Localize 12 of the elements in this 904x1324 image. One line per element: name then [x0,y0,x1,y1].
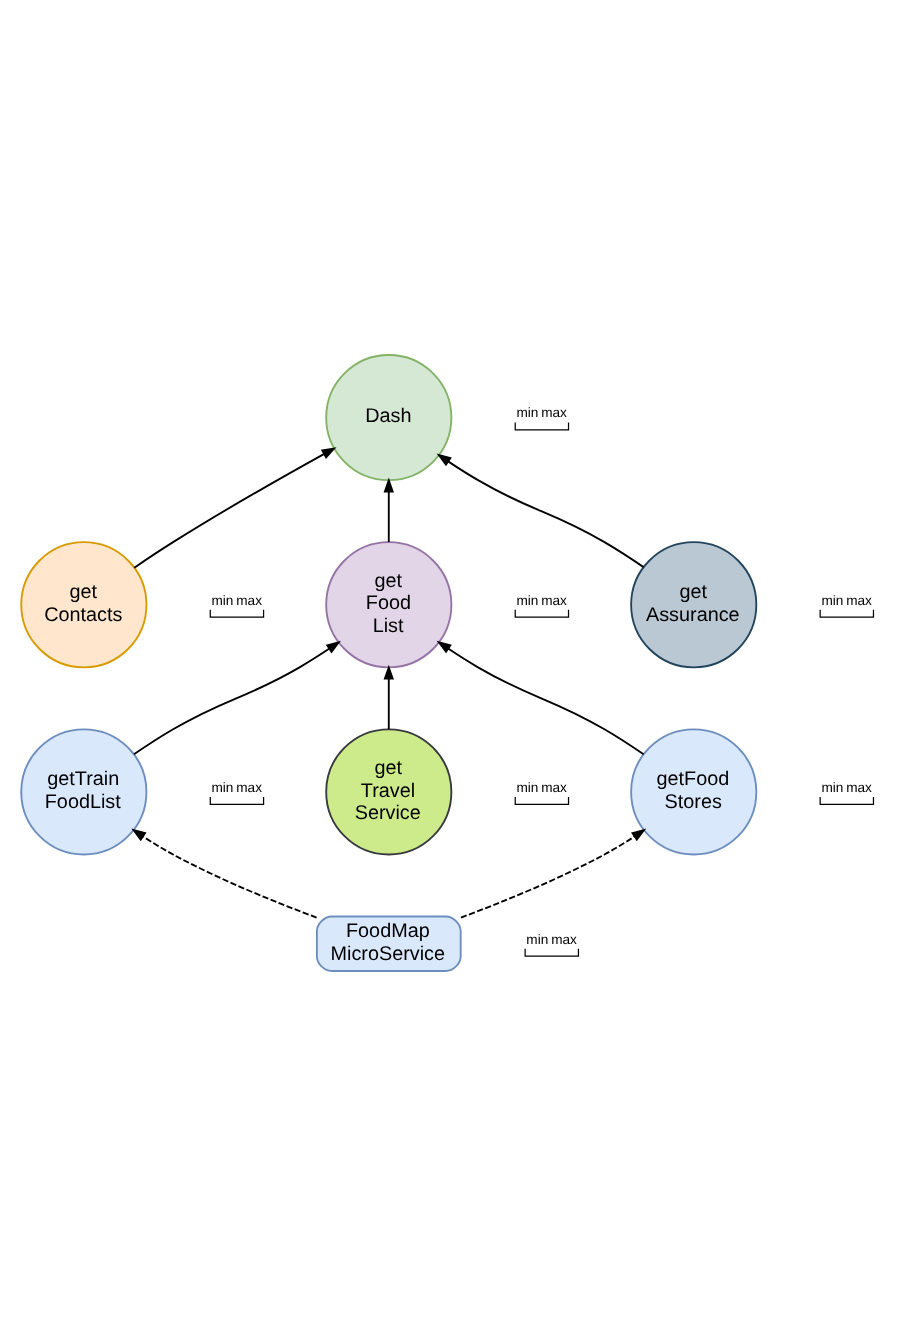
arrow [436,452,645,568]
arrow [436,639,645,755]
node-circle: get Assurance [630,540,758,668]
node-circle: get Travel Service [325,727,453,855]
arrow [383,663,394,730]
node-circle: get Contacts [20,540,148,668]
arrow [131,827,318,918]
arrow [460,827,647,918]
arrow [383,476,394,542]
arrow [133,446,337,568]
node-box: FoodMap MicroService [315,914,462,971]
arrow [133,639,341,755]
